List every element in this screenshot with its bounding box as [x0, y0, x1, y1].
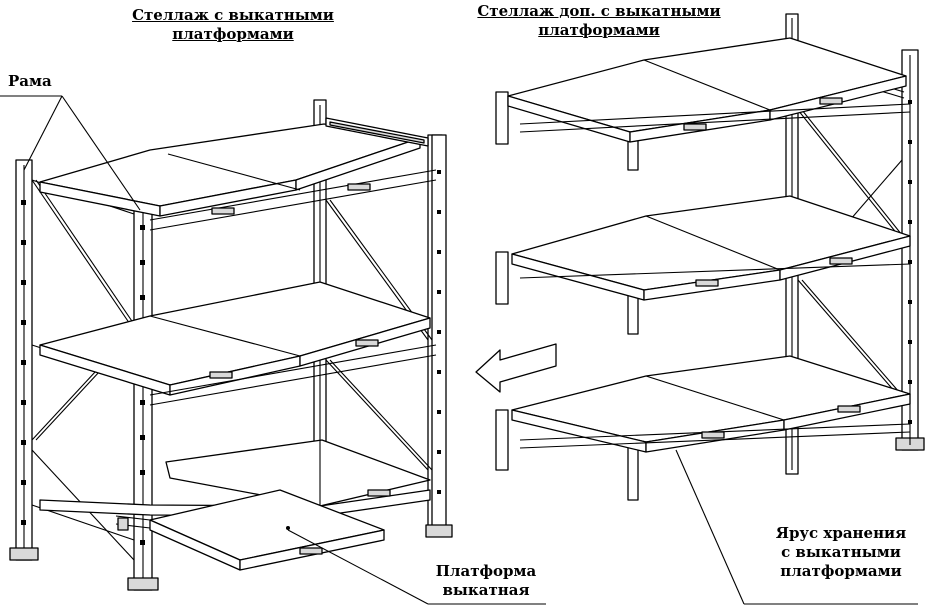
right-title: Стеллаж доп. с выкатными платформами	[450, 2, 748, 40]
right-rack-tier-middle	[511, 195, 911, 301]
pull-out-platform	[115, 489, 385, 571]
left-rack-front-right-upright	[425, 134, 453, 538]
platform-callout-line-1: Платформа	[435, 562, 537, 580]
right-rack-tier-top	[507, 37, 911, 143]
left-arrow-icon	[475, 343, 557, 393]
platform-callout-line-2: выкатная	[442, 581, 530, 599]
right-rack	[495, 13, 925, 501]
left-rack-tier-bottom	[39, 439, 431, 571]
tier-callout-line-3: платформами	[780, 562, 902, 580]
right-title-line-1: Стеллаж доп. с выкатными	[477, 2, 721, 20]
frame-callout: Рама	[8, 72, 52, 90]
left-title-line-1: Стеллаж с выкатными	[132, 6, 334, 24]
left-rack-tier-middle	[39, 281, 437, 406]
tier-callout: Ярус хранения с выкатными платформами	[752, 524, 930, 581]
left-title-line-2: платформами	[172, 25, 294, 43]
leader-lines	[0, 95, 918, 605]
left-rack-rear-beam	[325, 117, 429, 147]
left-rack-tier-top	[39, 123, 437, 231]
right-rack-tier-bottom	[511, 355, 911, 453]
tier-callout-line-1: Ярус хранения	[775, 524, 907, 542]
left-title: Стеллаж с выкатными платформами	[108, 6, 358, 44]
platform-callout: Платформа выкатная	[416, 562, 556, 600]
right-title-line-2: платформами	[538, 21, 660, 39]
tier-callout-line-2: с выкатными	[781, 543, 901, 561]
left-rack	[9, 99, 453, 591]
